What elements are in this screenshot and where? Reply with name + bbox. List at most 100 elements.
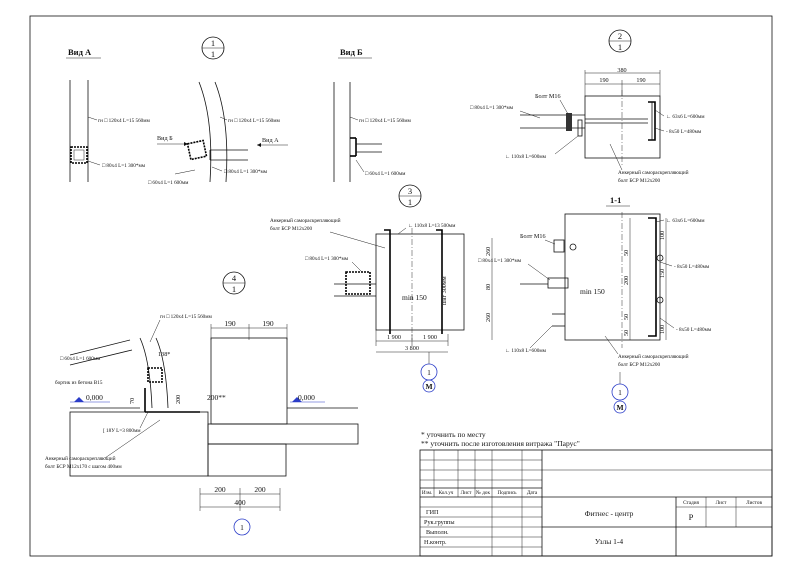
svg-text:260: 260 [485, 247, 492, 256]
svg-text:4: 4 [232, 273, 237, 283]
svg-text:гн □ 120х4 L=15 560мм: гн □ 120х4 L=15 560мм [228, 118, 281, 124]
svg-text:1: 1 [427, 368, 431, 377]
svg-text:70: 70 [129, 398, 136, 404]
dim-138: 138* [158, 351, 170, 358]
svg-text:- 8х50 L=480мм: - 8х50 L=480мм [674, 264, 710, 270]
svg-text:1: 1 [618, 42, 622, 52]
tb-col-kolvo: Кол.уч [439, 490, 454, 496]
svg-text:380: 380 [617, 67, 626, 74]
svg-text:∟ 63х6 L=600мм: ∟ 63х6 L=600мм [666, 114, 705, 120]
concrete-column-3 [375, 233, 465, 331]
svg-text:50: 50 [623, 314, 630, 320]
concrete-column-11 [564, 213, 661, 341]
tb-role-nk: Н.контр. [424, 539, 447, 546]
node-marker-3: 3 1 [398, 184, 422, 208]
svg-text:Болт М16: Болт М16 [535, 93, 561, 100]
svg-text:Анкерный самораскрепляющий: Анкерный самораскрепляющий [270, 217, 341, 224]
svg-text:∟ 110х8 L=13 500мм: ∟ 110х8 L=13 500мм [408, 223, 456, 229]
tb-sheets-header: Листов [746, 500, 762, 506]
svg-text:200: 200 [175, 395, 182, 404]
svg-text:□ 80х4 L=1 300*мм: □ 80х4 L=1 300*мм [102, 163, 146, 169]
svg-text:80: 80 [485, 284, 492, 290]
svg-text:- 8х50 L=480мм: - 8х50 L=480мм [676, 327, 712, 333]
node-3: Анкерный самораскрепляющий болт БСР М12х… [270, 217, 465, 393]
svg-text:болт БСР М12х200: болт БСР М12х200 [270, 225, 312, 232]
tube-section-80 [70, 146, 88, 164]
view-b: Вид Б гн □ 120х4 L=15 560мм □ 60х4 L=1 6… [333, 47, 412, 182]
svg-text:100: 100 [659, 325, 666, 334]
svg-text:190: 190 [224, 319, 236, 328]
tb-stage-value: Р [689, 512, 694, 522]
svg-text:1: 1 [232, 284, 236, 294]
svg-text:М: М [425, 382, 432, 391]
note-1: * уточнить по месту [421, 430, 486, 439]
min150-label-11: min 150 [580, 287, 605, 296]
brick-wall [210, 337, 288, 425]
svg-text:50: 50 [623, 330, 630, 336]
svg-text:1 900: 1 900 [387, 334, 401, 341]
level-left: 0,000 [86, 393, 103, 402]
svg-text:200: 200 [623, 276, 630, 285]
concrete-column-2 [584, 95, 661, 159]
node-marker-1: 1 1 [201, 36, 225, 60]
tb-col-sign: Подпись [497, 490, 517, 496]
svg-text:1: 1 [240, 523, 244, 532]
tb-col-date: Дата [527, 490, 538, 496]
svg-text:∟ 110х8 L=600мм: ∟ 110х8 L=600мм [505, 154, 547, 160]
tb-col-izm: Изм. [422, 490, 432, 496]
svg-text:□ 60х4 L=1 600мм: □ 60х4 L=1 600мм [60, 356, 101, 362]
svg-text:1: 1 [408, 197, 412, 207]
svg-text:□ 80х4 L=1 300*мм: □ 80х4 L=1 300*мм [470, 105, 514, 111]
view-a: Вид А гн □ 120х4 L=15 560мм □ 80х4 L=1 3… [66, 47, 288, 186]
tb-role-gip: ГИП [426, 509, 439, 516]
tb-role-ruk: Рук.группы [424, 519, 455, 526]
svg-text:□ 80х4 L=1 300*мм: □ 80х4 L=1 300*мм [305, 256, 349, 262]
svg-text:□ 60х4 L=1 600мм: □ 60х4 L=1 600мм [148, 180, 189, 186]
svg-text:1: 1 [618, 388, 622, 397]
notes: * уточнить по месту ** уточнить после из… [421, 430, 580, 448]
svg-text:190: 190 [262, 319, 274, 328]
svg-text:Анкерный самораскрепляющий: Анкерный самораскрепляющий [618, 169, 689, 176]
node-4: 190 190 гн □ 120х4 L=15 560мм □ 60х4 L=1… [45, 314, 359, 536]
tb-sheet-header: Лист [716, 500, 728, 506]
svg-text:1: 1 [211, 49, 215, 59]
svg-text:□ 80х4 L=1 300*мм: □ 80х4 L=1 300*мм [224, 169, 268, 175]
svg-text:бортик из бетона В15: бортик из бетона В15 [55, 379, 103, 386]
svg-text:□ 80х4 L=1 300*мм: □ 80х4 L=1 300*мм [478, 258, 522, 264]
view-a-title: Вид А [68, 47, 92, 57]
arrow-label-a: Вид А [262, 137, 279, 144]
title-block: Изм. Кол.уч Лист № док Подпись Дата ГИП … [419, 449, 773, 557]
view-b-title: Вид Б [340, 47, 363, 57]
svg-text:2: 2 [618, 31, 622, 41]
svg-text:3 800: 3 800 [405, 345, 419, 352]
tb-col-list: Лист [461, 490, 473, 496]
node-marker-4: 4 1 [222, 271, 246, 295]
tb-sheet-title: Узлы 1-4 [595, 537, 624, 546]
svg-text:100: 100 [659, 231, 666, 240]
svg-text:Анкерный самораскрепляющий: Анкерный самораскрепляющий [618, 353, 689, 360]
svg-text:200: 200 [254, 485, 266, 494]
svg-text:[ 18У L=3 800мм: [ 18У L=3 800мм [103, 428, 141, 434]
level-right: 0,000 [298, 393, 315, 402]
svg-text:- 8х50 L=480мм: - 8х50 L=480мм [666, 129, 702, 135]
note-2: ** уточнить после изготовления витража "… [421, 439, 580, 448]
svg-text:Анкерный самораскрепляющий: Анкерный самораскрепляющий [45, 455, 116, 462]
node-marker-2: 2 1 [608, 29, 632, 53]
svg-text:М: М [616, 403, 623, 412]
tb-role-vyp: Выполн. [426, 529, 449, 536]
svg-text:400: 400 [234, 498, 246, 507]
concrete-slab [207, 423, 359, 445]
svg-text:150: 150 [659, 269, 666, 278]
min150-label-3: min 150 [402, 293, 427, 302]
svg-text:шаг 300мм: шаг 300мм [441, 276, 448, 305]
section-1-1: 1-1 260 80 260 50 200 50 50 100 150 100 … [478, 195, 712, 414]
svg-text:Болт М16: Болт М16 [520, 233, 546, 240]
svg-text:∟ 110х8 L=600мм: ∟ 110х8 L=600мм [505, 348, 547, 354]
svg-text:□ 60х4 L=1 600мм: □ 60х4 L=1 600мм [365, 171, 406, 177]
dim-200-star: 200** [207, 393, 226, 402]
svg-text:болт БСР М12х200: болт БСР М12х200 [618, 177, 660, 184]
svg-text:3: 3 [408, 186, 412, 196]
section-title: 1-1 [610, 195, 621, 205]
svg-text:болт БСР М12х170 с шагом 400мм: болт БСР М12х170 с шагом 400мм [45, 463, 122, 470]
